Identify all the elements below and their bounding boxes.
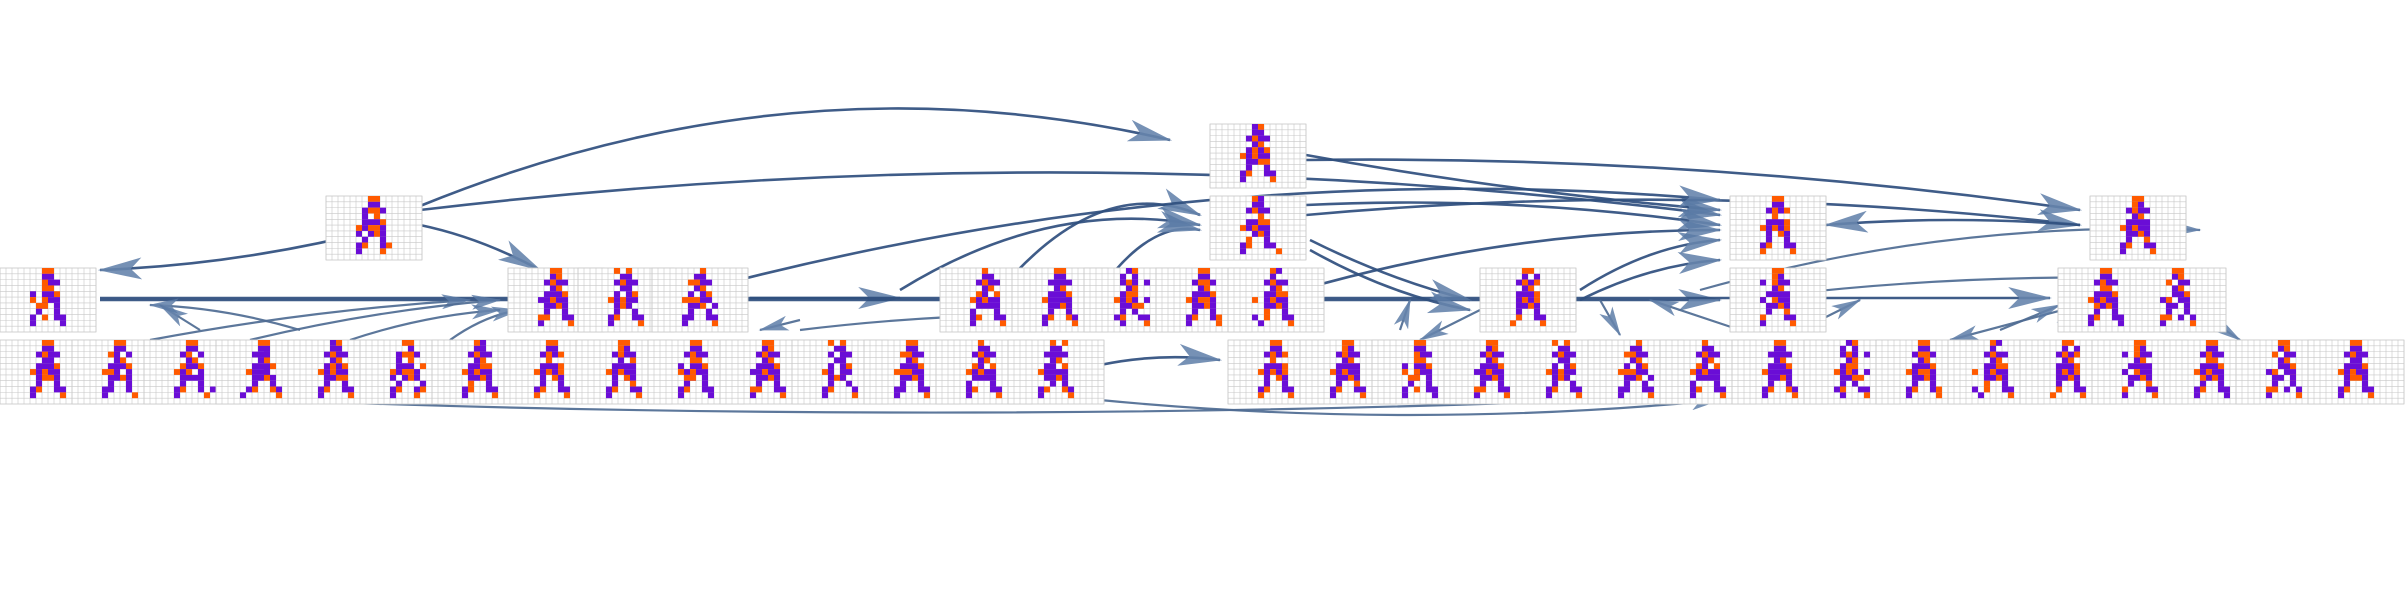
pixel-figure-icon (102, 340, 138, 399)
transition-edge (349, 304, 502, 342)
pixel-figure-icon (1510, 268, 1546, 327)
transition-edge (1393, 298, 1412, 331)
pixel-figure-icon (1186, 268, 1222, 327)
state-node (651, 267, 749, 333)
pixel-figure-icon (1760, 268, 1796, 327)
state-node (2307, 339, 2405, 405)
transition-edge (1309, 248, 1473, 314)
state-node (325, 195, 423, 261)
state-node (1729, 195, 1827, 261)
pixel-figure-icon (966, 340, 1002, 399)
pixel-figure-icon (1906, 340, 1942, 399)
transition-edge (1099, 395, 1722, 417)
transition-edge (419, 171, 1723, 221)
pixel-figure-icon (1042, 268, 1078, 327)
state-node (1007, 339, 1105, 405)
pixel-figure-icon (1760, 196, 1796, 255)
transition-edge (148, 298, 301, 332)
pixel-figure-icon (30, 268, 66, 327)
state-node (1209, 195, 1307, 261)
transition-edge (1305, 158, 2083, 216)
pixel-figure-icon (1762, 340, 1798, 399)
pixel-figure-icon (1690, 340, 1726, 399)
state-node (0, 267, 97, 333)
state-node (1227, 267, 1325, 333)
pixel-figure-icon (538, 268, 574, 327)
pixel-figure-icon (1240, 124, 1276, 183)
pixel-figure-icon (1114, 268, 1150, 327)
pixel-figure-icon (318, 340, 354, 399)
transition-edge (419, 223, 542, 272)
pixel-figure-icon (2338, 340, 2374, 399)
pixel-figure-icon (1330, 340, 1366, 399)
pixel-figure-icon (30, 340, 66, 399)
transition-edge (1648, 298, 1741, 332)
transition-edge (1305, 153, 1723, 218)
pixel-figure-icon (1618, 340, 1654, 399)
pixel-figure-icon (750, 340, 786, 399)
pixel-figure-icon (894, 340, 930, 399)
transition-edge (249, 294, 502, 342)
pixel-figure-icon (822, 340, 858, 399)
transition-edge (1999, 303, 2062, 332)
pixel-figure-icon (1252, 268, 1294, 327)
state-node (2129, 267, 2227, 333)
pixel-figure-icon (1972, 340, 2014, 399)
state-node (1209, 123, 1307, 189)
transition-edge (419, 107, 1173, 208)
pixel-figure-icon (970, 268, 1006, 327)
pixel-figure-icon (390, 340, 426, 399)
pixel-figure-icon (682, 268, 718, 327)
pixel-figure-icon (1834, 340, 1870, 399)
pixel-figure-icon (678, 340, 714, 399)
transition-edge (1099, 343, 1223, 367)
pixel-figure-icon (606, 340, 642, 399)
transition-edge (1309, 238, 1473, 302)
pixel-figure-icon (2266, 340, 2302, 399)
pixel-figure-icon (1038, 340, 1074, 399)
pixel-figure-icon (2050, 340, 2086, 399)
pixel-figure-icon (356, 196, 392, 255)
pixel-figure-icon (1546, 340, 1582, 399)
pixel-figure-icon (2088, 268, 2124, 327)
transition-edge (758, 315, 801, 332)
pixel-figure-icon (2160, 268, 2196, 327)
state-node (1729, 267, 1827, 333)
pixel-figure-icon (240, 340, 282, 399)
state-node (2089, 195, 2187, 261)
transition-edge (1599, 299, 1621, 337)
pixel-figure-icon (1474, 340, 1510, 399)
pixel-figure-icon (1258, 340, 1294, 399)
node-layer (0, 123, 2405, 405)
transition-edge (1579, 252, 1723, 302)
transition-edge (1579, 232, 1723, 292)
pixel-grid-icon (1729, 267, 1827, 333)
transition-edge (1823, 210, 2081, 233)
pixel-figure-icon (608, 268, 644, 327)
pixel-figure-icon (1240, 196, 1282, 255)
transition-edge (149, 294, 472, 342)
pixel-figure-icon (2120, 196, 2156, 255)
pixel-figure-icon (2122, 340, 2158, 399)
state-node (1479, 267, 1577, 333)
pixel-figure-icon (174, 340, 216, 399)
pixel-figure-icon (462, 340, 498, 399)
transition-edge (1305, 201, 1723, 230)
pixel-figure-icon (2194, 340, 2230, 399)
pixel-figure-icon (1402, 340, 1438, 399)
pixel-figure-icon (534, 340, 570, 399)
